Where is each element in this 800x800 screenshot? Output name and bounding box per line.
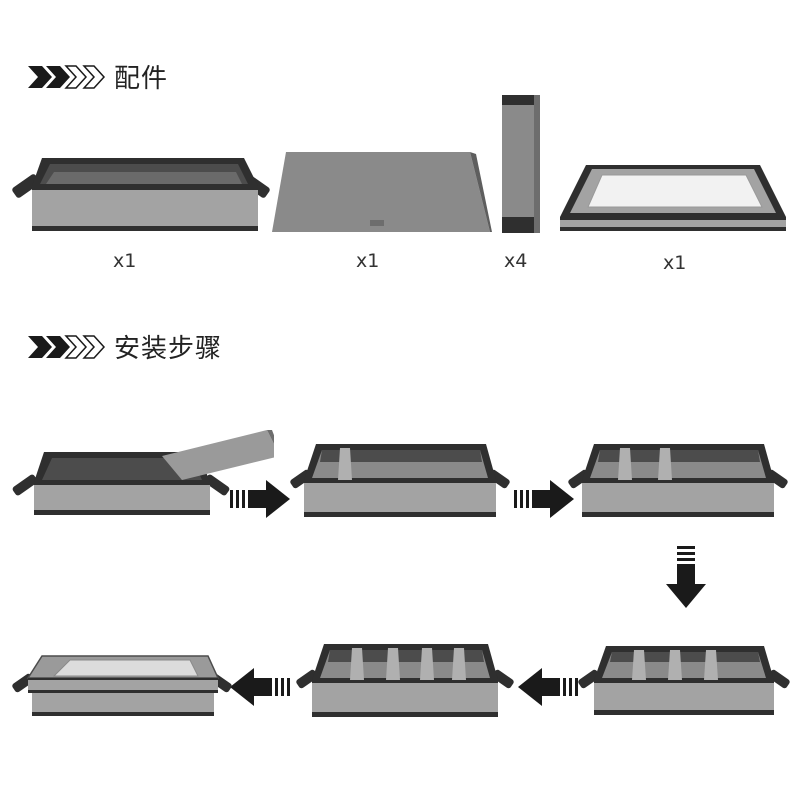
quantity-label: x1 bbox=[663, 252, 687, 274]
quantity-label: x1 bbox=[356, 250, 380, 272]
arrow-left-icon bbox=[518, 668, 580, 706]
chevron-right-icon bbox=[26, 334, 106, 360]
step-2-image bbox=[290, 440, 512, 522]
window-lid-image bbox=[558, 163, 788, 235]
bottom-board-image bbox=[270, 150, 492, 236]
section-title: 安装步骤 bbox=[114, 334, 223, 364]
step-3-image bbox=[568, 440, 790, 522]
step-6-image bbox=[12, 650, 234, 722]
quantity-label: x1 bbox=[113, 250, 137, 272]
storage-box-image bbox=[12, 150, 270, 240]
arrow-left-icon bbox=[230, 668, 292, 706]
steps-header: 安装步骤 bbox=[26, 328, 222, 365]
accessories-header: 配件 bbox=[26, 58, 168, 95]
arrow-down-icon bbox=[666, 546, 706, 610]
section-title: 配件 bbox=[114, 64, 169, 94]
arrow-right-icon bbox=[230, 480, 292, 518]
divider-panel-image bbox=[500, 93, 542, 235]
arrow-right-icon bbox=[514, 480, 576, 518]
step-4-image bbox=[578, 640, 792, 720]
chevron-right-icon bbox=[26, 64, 106, 90]
step-1-image bbox=[12, 428, 274, 520]
step-5-image bbox=[296, 640, 516, 720]
quantity-label: x4 bbox=[504, 250, 528, 272]
